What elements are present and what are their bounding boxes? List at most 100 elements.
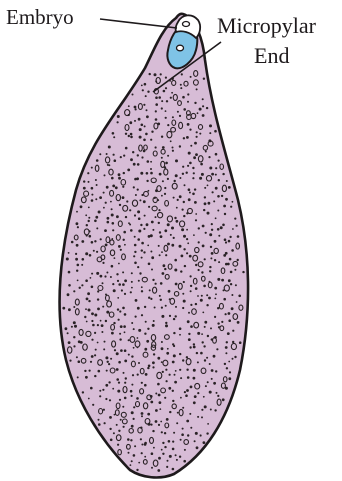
endosperm-dot [146, 340, 149, 343]
endosperm-dot [167, 243, 170, 246]
endosperm-dot [123, 239, 125, 241]
endosperm-dot [135, 194, 137, 196]
endosperm-dot [169, 315, 171, 317]
endosperm-dot [179, 334, 181, 336]
endosperm-dot [100, 320, 102, 322]
endosperm-dot [221, 195, 223, 197]
endosperm-dot [189, 413, 191, 415]
endosperm-dot [157, 199, 159, 201]
endosperm-dot [193, 346, 196, 349]
endosperm-dot [231, 294, 233, 296]
endosperm-dot [200, 163, 203, 166]
endosperm-dot [222, 398, 225, 401]
endosperm-dot [197, 416, 199, 418]
endosperm-dot [82, 391, 84, 393]
endosperm-dot [94, 220, 97, 223]
endosperm-dot [153, 447, 155, 449]
endosperm-dot [88, 220, 90, 222]
endosperm-dot [166, 352, 169, 355]
endosperm-dot [173, 332, 175, 334]
endosperm-dot [94, 314, 97, 317]
endosperm-dot [161, 136, 163, 138]
endosperm-dot [203, 441, 206, 444]
endosperm-dot [177, 199, 179, 201]
endosperm-dot [102, 389, 104, 391]
endosperm-dot [141, 314, 143, 316]
endosperm-dot [109, 416, 112, 419]
endosperm-dot [144, 306, 146, 308]
endosperm-dot [106, 272, 108, 274]
endosperm-dot [124, 331, 126, 333]
endosperm-dot [192, 193, 195, 196]
endosperm-dot [203, 78, 205, 80]
endosperm-dot [165, 87, 167, 89]
endosperm-dot [143, 139, 146, 142]
endosperm-dot [218, 160, 220, 162]
endosperm-dot [133, 186, 135, 188]
endosperm-dot [217, 322, 219, 324]
endosperm-dot [118, 173, 121, 176]
endosperm-dot [80, 341, 83, 344]
endosperm-dot [182, 209, 184, 211]
endosperm-dot [190, 325, 193, 328]
endosperm-dot [144, 125, 146, 127]
endosperm-dot [175, 315, 177, 317]
endosperm-dot [161, 449, 163, 451]
endosperm-dot [165, 324, 168, 327]
endosperm-dot [147, 160, 150, 163]
endosperm-dot [131, 411, 134, 414]
endosperm-dot [205, 232, 207, 234]
endosperm-dot [165, 305, 167, 307]
endosperm-dot [133, 418, 135, 420]
endosperm-dot [228, 312, 231, 315]
endosperm-dot [120, 156, 122, 158]
endosperm-dot [172, 448, 175, 451]
endosperm-dot [67, 293, 70, 296]
endosperm-dot [105, 384, 108, 387]
endosperm-dot [227, 332, 230, 335]
endosperm-dot [81, 240, 84, 243]
endosperm-dot [193, 172, 195, 174]
endosperm-dot [198, 241, 200, 243]
endosperm-dot [99, 395, 101, 397]
endosperm-dot [85, 252, 88, 255]
endosperm-dot [158, 245, 160, 247]
endosperm-dot [229, 371, 231, 373]
endosperm-dot [145, 95, 147, 97]
endosperm-dot [124, 244, 126, 246]
endosperm-dot [68, 308, 71, 311]
endosperm-dot [161, 347, 164, 350]
endosperm-dot [155, 409, 158, 412]
endosperm-dot [224, 363, 226, 365]
endosperm-dot [110, 358, 112, 360]
endosperm-dot [97, 298, 99, 300]
endosperm-dot [134, 445, 136, 447]
endosperm-dot [161, 107, 163, 109]
endosperm-dot [161, 307, 163, 309]
endosperm-dot [187, 434, 189, 436]
endosperm-dot [158, 96, 161, 99]
endosperm-dot [124, 279, 127, 282]
endosperm-dot [74, 325, 77, 328]
endosperm-dot [73, 336, 75, 338]
endosperm-dot [134, 251, 136, 253]
endosperm-dot [107, 217, 110, 220]
endosperm-dot [138, 118, 141, 121]
endosperm-dot [179, 353, 181, 355]
endosperm-dot [88, 207, 90, 209]
endosperm-dot [182, 307, 184, 309]
endosperm-dot [186, 356, 188, 358]
endosperm-dot [133, 255, 135, 257]
endosperm-dot [75, 258, 78, 261]
endosperm-dot [183, 235, 186, 238]
endosperm-dot [105, 244, 108, 247]
endosperm-dot [85, 279, 88, 282]
endosperm-dot [157, 469, 160, 472]
endosperm-dot [146, 172, 149, 175]
endosperm-dot [134, 106, 137, 109]
endosperm-dot [110, 201, 112, 203]
endosperm-dot [150, 395, 153, 398]
endosperm-dot [112, 222, 115, 225]
endosperm-dot [175, 174, 178, 177]
endosperm-dot [234, 269, 236, 271]
